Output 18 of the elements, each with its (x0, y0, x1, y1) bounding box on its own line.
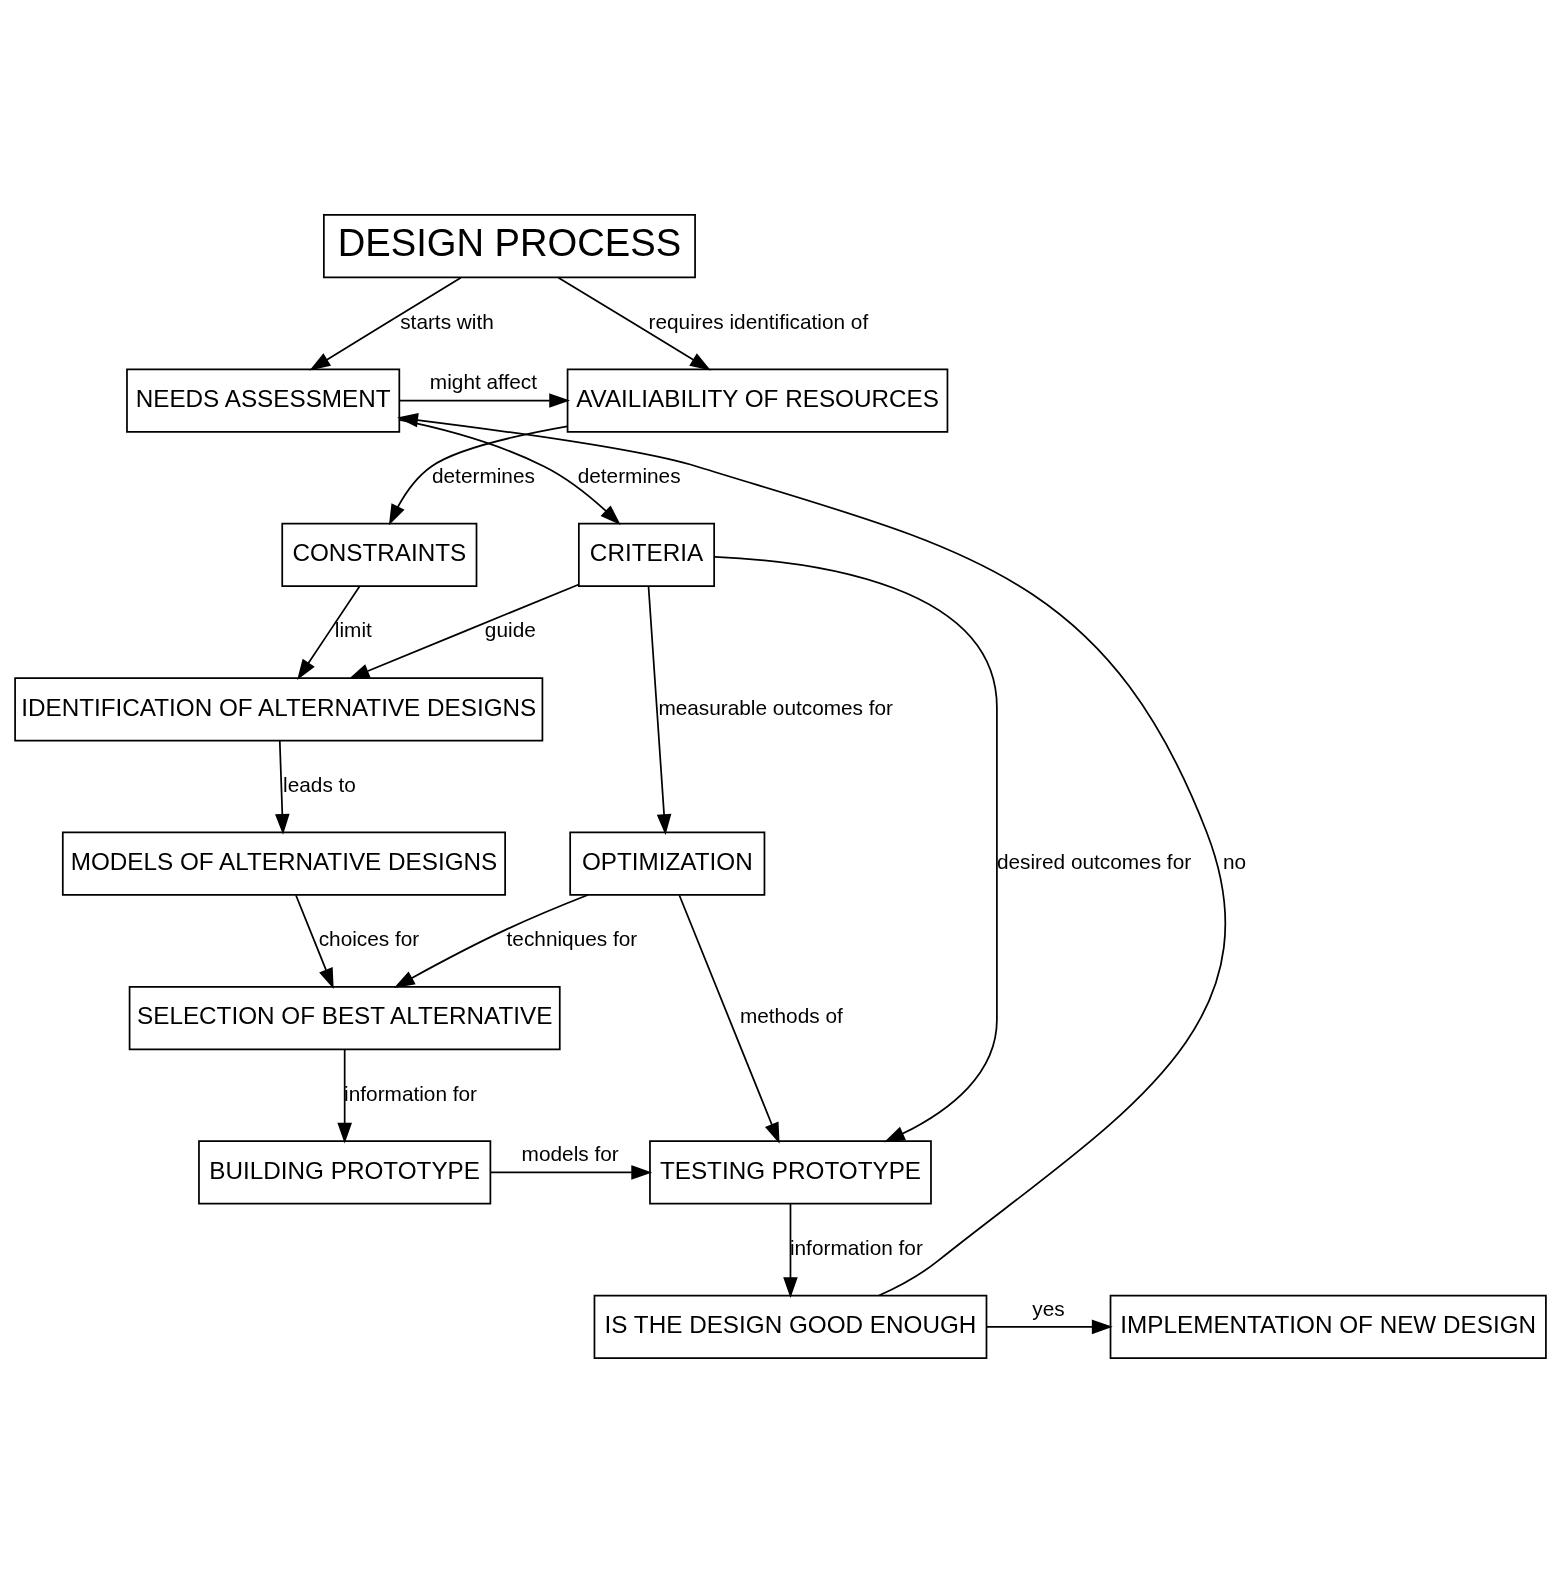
edge-label: yes (1032, 1296, 1065, 1320)
edge-label: desired outcomes for (996, 849, 1192, 873)
edge-label: determines (577, 463, 681, 487)
edge-label: limit (334, 618, 372, 641)
edge-label: information for (344, 1081, 478, 1105)
edge-label: choices for (318, 926, 420, 950)
edge-label: might affect (429, 369, 538, 393)
edge-label: no (1222, 849, 1247, 873)
edge-label: techniques for (506, 926, 638, 950)
edge-label: starts with (400, 309, 494, 333)
edge-label: requires identification of (648, 309, 869, 333)
edge-label: methods of (739, 1003, 843, 1027)
edge-label: determines (432, 463, 535, 487)
edge-label: leads to (283, 772, 356, 796)
edge-label: information for (789, 1235, 923, 1259)
edge-label: guide (484, 618, 536, 641)
edge-label: models for (521, 1141, 619, 1165)
edge-label: measurable outcomes for (658, 695, 894, 719)
